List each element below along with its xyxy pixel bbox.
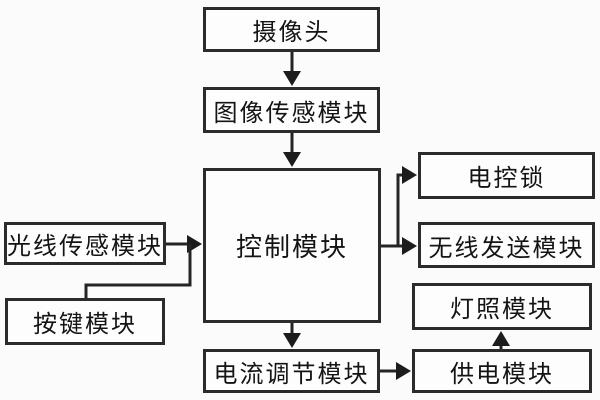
arrow-image-sensor-to-control [283,133,301,167]
arrow-light-sensor-to-control [166,235,202,253]
node-control-label: 控制模块 [235,233,348,262]
node-current-regulator-label: 电流调节模块 [213,361,370,388]
arrow-control-to-current-regulator [283,323,301,348]
node-current-regulator-module: 电流调节模块 [203,349,380,393]
node-image-sensor-label: 图像传感模块 [213,100,370,127]
arrow-current-regulator-to-power [380,362,411,380]
node-key-module-label: 按键模块 [33,312,137,338]
node-wireless-label: 无线发送模块 [428,235,585,262]
node-lighting-label: 灯照模块 [450,297,554,323]
node-electric-lock: 电控锁 [418,152,595,199]
node-wireless-transmit-module: 无线发送模块 [418,222,595,268]
arrow-power-to-lighting [492,331,510,349]
arrow-control-to-wireless [381,237,417,255]
node-key-module: 按键模块 [5,298,165,345]
arrow-control-to-electric-lock [396,166,417,246]
node-power-supply-module: 供电模块 [412,349,592,393]
node-camera-label: 摄像头 [252,20,331,46]
node-lighting-module: 灯照模块 [412,283,592,330]
node-camera: 摄像头 [203,7,380,52]
node-image-sensor-module: 图像传感模块 [203,87,380,133]
node-light-sensor-module: 光线传感模块 [4,222,166,265]
node-light-sensor-label: 光线传感模块 [7,234,163,260]
arrow-camera-to-image-sensor [283,52,301,86]
node-power-label: 供电模块 [450,361,554,388]
wire-key-module-to-control [84,244,192,298]
node-electric-lock-label: 电控锁 [467,166,546,192]
node-control-module: 控制模块 [203,168,381,323]
